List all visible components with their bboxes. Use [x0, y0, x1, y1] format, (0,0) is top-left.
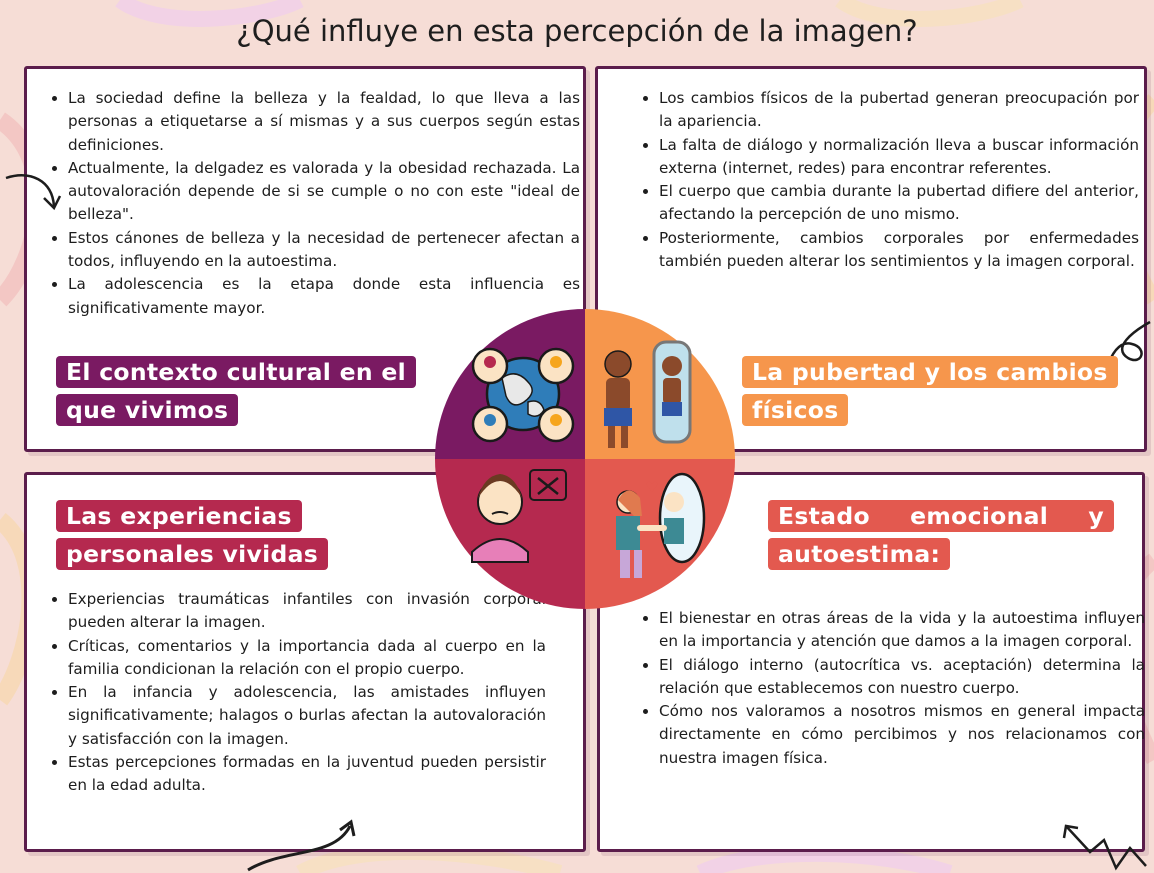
puberty-bullet: El cuerpo que cambia durante la pubertad… [659, 180, 1139, 227]
puberty-bullet: Posteriormente, cambios corporales por e… [659, 227, 1139, 274]
cultural-bullet: La sociedad define la belleza y la feald… [68, 87, 580, 157]
boy-mirror-icon [604, 340, 692, 448]
swirl-arrow-icon [1104, 320, 1151, 371]
label-emotional-state: Estado emocional y autoestima: [768, 497, 1114, 573]
cultural-bullet: Estos cánones de belleza y la necesidad … [68, 227, 580, 274]
emotional-bullet: El bienestar en otras áreas de la vida y… [659, 607, 1145, 654]
emotional-bullet: Cómo nos valoramos a nosotros mismos en … [659, 700, 1145, 770]
emotional-bullet-list: El bienestar en otras áreas de la vida y… [637, 607, 1145, 770]
cultural-bullet-list: La sociedad define la belleza y la feald… [46, 87, 580, 320]
label-personal-experiences: Las experiencias personales vividas [56, 497, 356, 573]
label-emotional-text: Estado emocional y autoestima: [768, 500, 1114, 570]
experiences-bullet: Estas percepciones formadas en la juvent… [68, 751, 546, 798]
puberty-bullet: Los cambios físicos de la pubertad gener… [659, 87, 1139, 134]
label-cultural-text: El contexto cultural en el que vivimos [56, 356, 416, 426]
experiences-bullet: Experiencias traumáticas infantiles con … [68, 588, 546, 635]
quadrant-emotional [585, 459, 735, 609]
label-puberty: La pubertad y los cambios físicos [742, 353, 1126, 429]
label-puberty-text: La pubertad y los cambios físicos [742, 356, 1118, 426]
puberty-bullet-list: Los cambios físicos de la pubertad gener… [637, 87, 1139, 273]
cultural-bullet: La adolescencia es la etapa donde esta i… [68, 273, 580, 320]
experiences-bullet: Críticas, comentarios y la importancia d… [68, 635, 546, 682]
zigzag-arrow-icon [1062, 824, 1147, 871]
label-experiences-text: Las experiencias personales vividas [56, 500, 329, 570]
emotional-bullet: El diálogo interno (autocrítica vs. acep… [659, 654, 1145, 701]
sad-person-icon [471, 469, 567, 563]
label-cultural-context: El contexto cultural en el que vivimos [56, 353, 446, 429]
curved-arrow-icon [5, 174, 62, 211]
central-circle [435, 309, 735, 609]
self-hug-mirror-icon [616, 472, 706, 578]
page-title: ¿Qué influye en esta percepción de la im… [236, 14, 918, 48]
experiences-bullet-list: Experiencias traumáticas infantiles con … [46, 588, 546, 798]
curved-arrow-up-icon [247, 819, 356, 872]
experiences-bullet: En la infancia y adolescencia, las amist… [68, 681, 546, 751]
globe-people-icon [471, 347, 575, 443]
cultural-bullet: Actualmente, la delgadez es valorada y l… [68, 157, 580, 227]
puberty-bullet: La falta de diálogo y normalización llev… [659, 134, 1139, 181]
